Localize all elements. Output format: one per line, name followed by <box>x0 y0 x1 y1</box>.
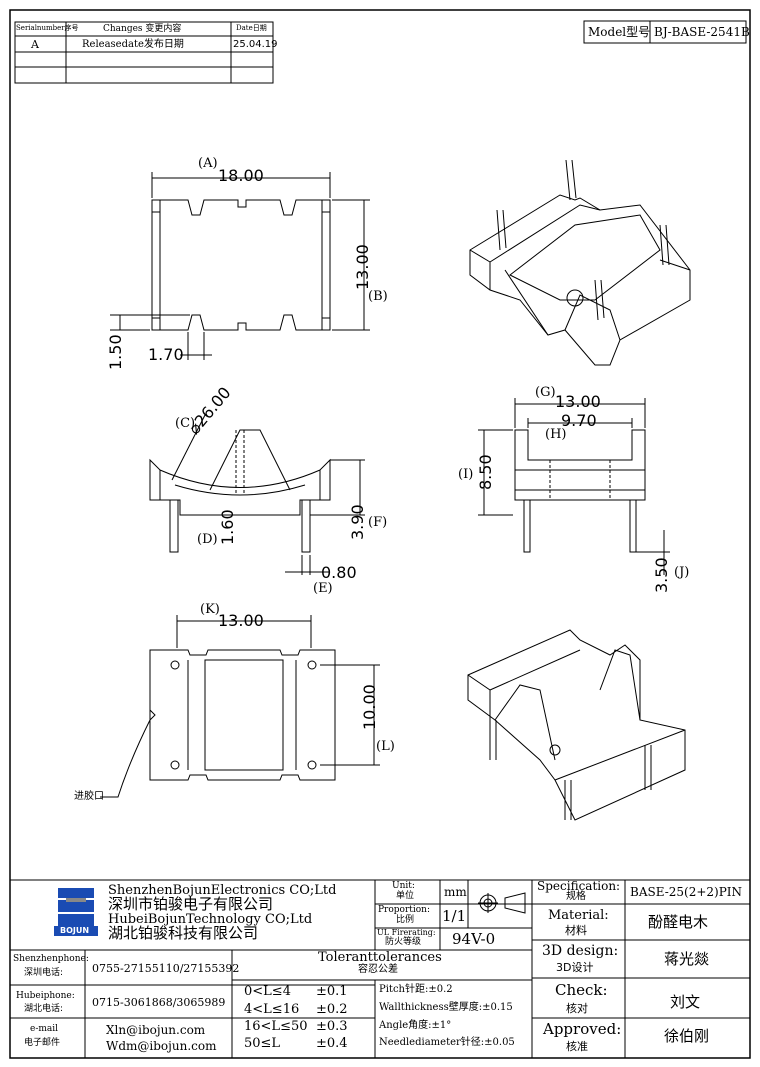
serial-header: Serialnumber序号 <box>16 24 79 32</box>
dim-k-label: (K) <box>200 602 220 617</box>
ul-value: 94V-0 <box>452 930 496 948</box>
tol-range-4: 50≤L <box>244 1036 281 1051</box>
dim-g-label: (G) <box>535 385 556 400</box>
tol-note-1: Pitch针距:±0.2 <box>379 984 453 995</box>
dim-k-value: 13.00 <box>218 611 264 630</box>
date-header: Date日期 <box>236 24 267 32</box>
material-label-cn: 材料 <box>565 924 587 937</box>
dim-c-label: (C) <box>175 416 196 431</box>
dim-j-value: 3.50 <box>652 557 671 593</box>
ul-en: UL Firerating: <box>377 928 436 937</box>
company-cn-2: 湖北铂骏科技有限公司 <box>108 924 259 942</box>
revision-table-lines <box>14 21 274 84</box>
proportion-value: 1/1 <box>442 907 467 925</box>
dim-d-value: 1.60 <box>218 509 237 545</box>
dim-e-value: 0.80 <box>321 563 357 582</box>
sz-phone-en: Shenzhenphone: <box>13 954 89 964</box>
tol-range-1: 0<L≤4 <box>244 984 291 999</box>
logo-mark <box>54 888 98 936</box>
approved-label-cn: 核准 <box>566 1040 588 1053</box>
email-cn: 电子邮件 <box>24 1038 61 1048</box>
tol-value-2: ±0.2 <box>316 1002 348 1017</box>
revision-date: 25.04.19 <box>233 39 278 50</box>
revision-change: Releasedate发布日期 <box>82 39 184 50</box>
sz-phone-cn: 深圳电话: <box>24 968 64 978</box>
proportion-en: Proportion: <box>378 905 431 915</box>
tol-note-3: Angle角度:±1° <box>379 1020 452 1031</box>
dim-a-label: (A) <box>198 156 218 171</box>
approved-label-en: Approved: <box>543 1020 622 1038</box>
check-label-en: Check: <box>555 981 608 999</box>
unit-value: mm <box>444 885 467 899</box>
tolerance-title-en: Toleranttolerances <box>318 950 442 965</box>
email-value-2[interactable]: Wdm@ibojun.com <box>106 1039 217 1053</box>
dim-slot-depth: 1.50 <box>106 334 125 370</box>
approved-value: 徐伯刚 <box>664 1027 710 1045</box>
proportion-cn: 比例 <box>396 915 415 925</box>
ul-cn: 防火等级 <box>385 937 422 947</box>
model-box-lines <box>583 20 747 44</box>
dim-l-value: 10.00 <box>360 684 379 730</box>
dim-l-label: (L) <box>376 739 395 754</box>
unit-label-en: Unit: <box>392 881 415 891</box>
dim-f-value: 3.90 <box>348 504 367 540</box>
dim-h-label: (H) <box>545 427 567 442</box>
changes-header: Changes 变更内容 <box>103 24 182 34</box>
hb-phone-value: 0715-3061868/3065989 <box>92 996 226 1009</box>
dim-h-value: 9.70 <box>561 411 597 430</box>
company-en-2: HubeiBojunTechnology CO;Ltd <box>108 912 313 927</box>
sz-phone-value: 0755-27155110/27155392 <box>92 962 240 975</box>
dim-a-value: 18.00 <box>218 166 264 185</box>
model-value: BJ-BASE-2541B <box>654 25 750 39</box>
dim-f-label: (F) <box>368 515 388 530</box>
hb-phone-en: Hubeiphone: <box>16 991 75 1001</box>
material-label-en: Material: <box>548 908 609 923</box>
dim-i-value: 8.50 <box>476 454 495 490</box>
inlet-label: 进胶口 <box>74 791 104 802</box>
tol-note-2: Wallthickness壁厚度:±0.15 <box>379 1002 513 1013</box>
dim-slot-width: 1.70 <box>148 345 184 364</box>
tol-value-1: ±0.1 <box>316 984 348 999</box>
tolerance-title-cn: 容忍公差 <box>358 964 398 975</box>
dim-b-value: 13.00 <box>353 244 372 290</box>
design-label-cn: 3D设计 <box>556 961 594 974</box>
spec-label-cn: 规格 <box>566 891 586 902</box>
logo-text: BOJUN <box>60 926 90 935</box>
dim-j-label: (J) <box>674 565 690 580</box>
design-value: 蒋光燚 <box>664 950 710 968</box>
top-view <box>110 172 370 360</box>
tol-note-4: Needlediameter针径:±0.05 <box>379 1037 515 1048</box>
dim-g-value: 13.00 <box>555 392 601 411</box>
tol-value-3: ±0.3 <box>316 1019 348 1034</box>
dim-b-label: (B) <box>368 289 388 304</box>
title-block-lines <box>9 879 751 1059</box>
dim-d-label: (D) <box>197 532 218 547</box>
iso-view-2 <box>467 629 686 821</box>
check-label-cn: 核对 <box>566 1002 588 1015</box>
spec-label-en: Specification: <box>537 879 621 893</box>
check-value: 刘文 <box>670 993 701 1011</box>
tol-value-4: ±0.4 <box>316 1036 348 1051</box>
material-value: 酚醛电木 <box>648 913 709 931</box>
side-view <box>478 398 670 575</box>
company-en-1: ShenzhenBojunElectronics CO;Ltd <box>108 883 337 898</box>
email-en: e-mail <box>30 1024 59 1034</box>
tol-range-3: 16<L≤50 <box>244 1019 308 1034</box>
dim-i-label: (I) <box>458 467 474 482</box>
revision-serial: A <box>31 38 39 51</box>
spec-value: BASE-25(2+2)PIN <box>630 885 743 899</box>
dim-e-label: (E) <box>313 581 333 596</box>
design-label-en: 3D design: <box>542 943 619 959</box>
hb-phone-cn: 湖北电话: <box>24 1004 64 1014</box>
unit-label-cn: 单位 <box>396 891 415 901</box>
bottom-view <box>100 615 380 798</box>
company-cn-1: 深圳市铂骏电子有限公司 <box>108 895 274 913</box>
iso-view-1 <box>469 159 691 366</box>
email-value-1[interactable]: Xln@ibojun.com <box>106 1023 206 1037</box>
model-label: Model型号 <box>588 25 651 39</box>
front-view <box>149 414 365 575</box>
tol-range-2: 4<L≤16 <box>244 1002 300 1017</box>
